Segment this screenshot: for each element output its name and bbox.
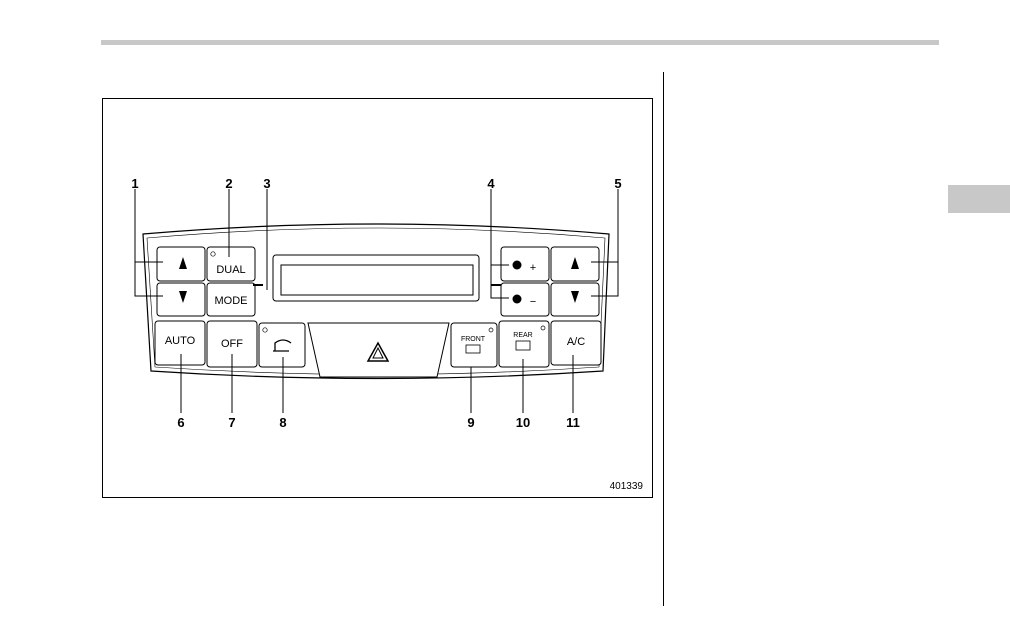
fan-minus-label: − [530, 296, 536, 308]
dual-button-label: DUAL [216, 264, 245, 276]
top-rule [101, 40, 939, 45]
fan-icon [513, 261, 522, 270]
callout-6: 6 [177, 415, 184, 430]
front-button-label: FRONT [461, 336, 486, 343]
callout-8: 8 [279, 415, 286, 430]
fan-plus-label: + [530, 262, 536, 274]
fan-icon [513, 295, 522, 304]
callout-4: 4 [487, 176, 495, 191]
callout-10: 10 [516, 415, 530, 430]
mode-button-label: MODE [215, 295, 248, 307]
callout-5: 5 [614, 176, 621, 191]
climate-panel-illustration: DUAL MODE + − AUTO OFF FRONT REAR A/C [103, 99, 652, 497]
column-divider [663, 72, 664, 606]
figure-id: 401339 [610, 481, 644, 492]
off-button-label: OFF [221, 338, 243, 350]
callout-7: 7 [228, 415, 235, 430]
chapter-tab [948, 185, 1010, 213]
callout-1: 1 [131, 176, 138, 191]
climate-control-figure: DUAL MODE + − AUTO OFF FRONT REAR A/C [102, 98, 653, 498]
callout-3: 3 [263, 176, 270, 191]
callout-11: 11 [566, 415, 580, 430]
auto-button-label: AUTO [165, 335, 196, 347]
ac-button-label: A/C [567, 336, 585, 348]
rear-button-label: REAR [513, 332, 532, 339]
callout-9: 9 [467, 415, 474, 430]
callout-2: 2 [225, 176, 232, 191]
